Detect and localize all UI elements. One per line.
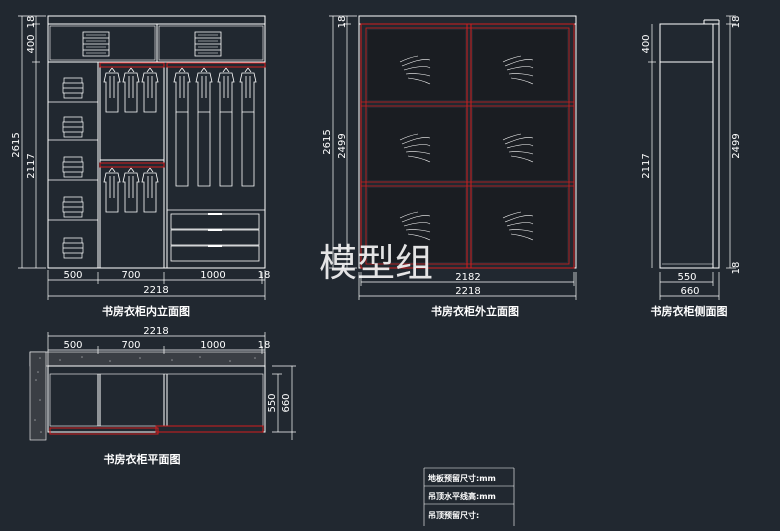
- plan-view-title: 书房衣柜平面图: [104, 452, 181, 466]
- watermark: 模型组: [319, 241, 433, 285]
- legend-row: 吊顶预留尺寸:: [428, 510, 479, 520]
- long-garments: [173, 67, 257, 187]
- dim-plan-w2: 700: [121, 340, 140, 351]
- dim-plan-w3: 1000: [200, 340, 225, 351]
- vertical-dimension-lines: [18, 15, 46, 269]
- side-wall: [29, 351, 47, 441]
- dim-side-depth-inner: 550: [677, 272, 696, 283]
- dim-plan-total-width: 2218: [143, 326, 168, 337]
- shirt-icon: [141, 67, 159, 113]
- dim-lower-height: 2117: [26, 153, 37, 178]
- rear-wall: [29, 351, 266, 367]
- dim-plan-depth-outer: 660: [281, 393, 292, 412]
- stacked-clothes-icon: [62, 77, 84, 99]
- dim-w1: 500: [63, 270, 82, 281]
- dim-plan-depth-inner: 550: [267, 393, 278, 412]
- dim-ext-top: 18: [337, 16, 348, 29]
- shirt-icon: [103, 167, 121, 213]
- exterior-elevation: 18 2615 2499 2182 2218 书房衣柜外立面图: [322, 15, 577, 318]
- dim-total-width: 2218: [143, 285, 168, 296]
- sliding-door-track: [49, 427, 159, 435]
- hanging-rail: [99, 62, 165, 68]
- side-elevation: 400 18 2117 2499 18 550 660 书房衣柜侧面图: [641, 16, 742, 318]
- shirt-icon: [103, 67, 121, 113]
- hanging-rail: [99, 162, 165, 168]
- sliding-door-track: [155, 425, 264, 433]
- shirt-icon: [141, 167, 159, 213]
- plan-view: 2218 500 700 1000 18 550 660 书房衣柜平面图: [29, 326, 296, 466]
- interior-elevation: 2615 400 18 2117 500 700 1000 18 2218 书房…: [11, 15, 271, 318]
- dim-side-lower-left: 2117: [641, 153, 652, 178]
- legend-row: 吊顶水平线高:mm: [428, 491, 496, 501]
- stacked-clothes-icon: [62, 156, 84, 178]
- exterior-elevation-title: 书房衣柜外立面图: [431, 304, 519, 318]
- shirt-icon: [122, 67, 140, 113]
- dim-ext-door-height: 2499: [337, 133, 348, 158]
- dim-side-depth-outer: 660: [680, 286, 699, 297]
- wall-hatch: [34, 356, 256, 433]
- stacked-clothes-icon: [62, 196, 84, 218]
- dim-side-top-left: 400: [641, 34, 652, 53]
- dim-plan-w4: 18: [258, 340, 271, 351]
- stacked-clothes-icon: [62, 237, 84, 259]
- dim-plan-w1: 500: [63, 340, 82, 351]
- side-outline: [659, 23, 720, 269]
- drawers: [167, 209, 265, 262]
- dim-top-thickness: 18: [26, 16, 37, 29]
- dim-ext-door-width: 2182: [455, 272, 480, 283]
- dim-w4: 18: [258, 270, 271, 281]
- folded-clothes-icon: [82, 31, 110, 57]
- dim-w3: 1000: [200, 270, 225, 281]
- hanging-rail: [166, 62, 266, 68]
- left-shelves: [48, 101, 98, 221]
- door-panels: [368, 30, 567, 262]
- legend-row: 地板预留尺寸:mm: [428, 473, 496, 483]
- shirt-icon: [122, 167, 140, 213]
- plan-outline: [47, 365, 266, 433]
- dim-w2: 700: [121, 270, 140, 281]
- dim-side-bottom-right: 18: [731, 262, 742, 275]
- stacked-clothes-icon: [62, 116, 84, 138]
- cabinet-outline: [47, 15, 266, 269]
- legend-table: 地板预留尺寸:mm 吊顶水平线高:mm 吊顶预留尺寸:: [423, 467, 515, 526]
- dim-total-height: 2615: [11, 132, 22, 157]
- side-elevation-title: 书房衣柜侧面图: [651, 304, 728, 318]
- dim-side-top-right: 18: [731, 16, 742, 29]
- dim-upper-height: 400: [26, 34, 37, 53]
- interior-elevation-title: 书房衣柜内立面图: [102, 304, 190, 318]
- dim-ext-total-width: 2218: [455, 286, 480, 297]
- folded-clothes-icon: [194, 31, 222, 57]
- dim-ext-total-height: 2615: [322, 129, 333, 154]
- dim-side-right-height: 2499: [731, 133, 742, 158]
